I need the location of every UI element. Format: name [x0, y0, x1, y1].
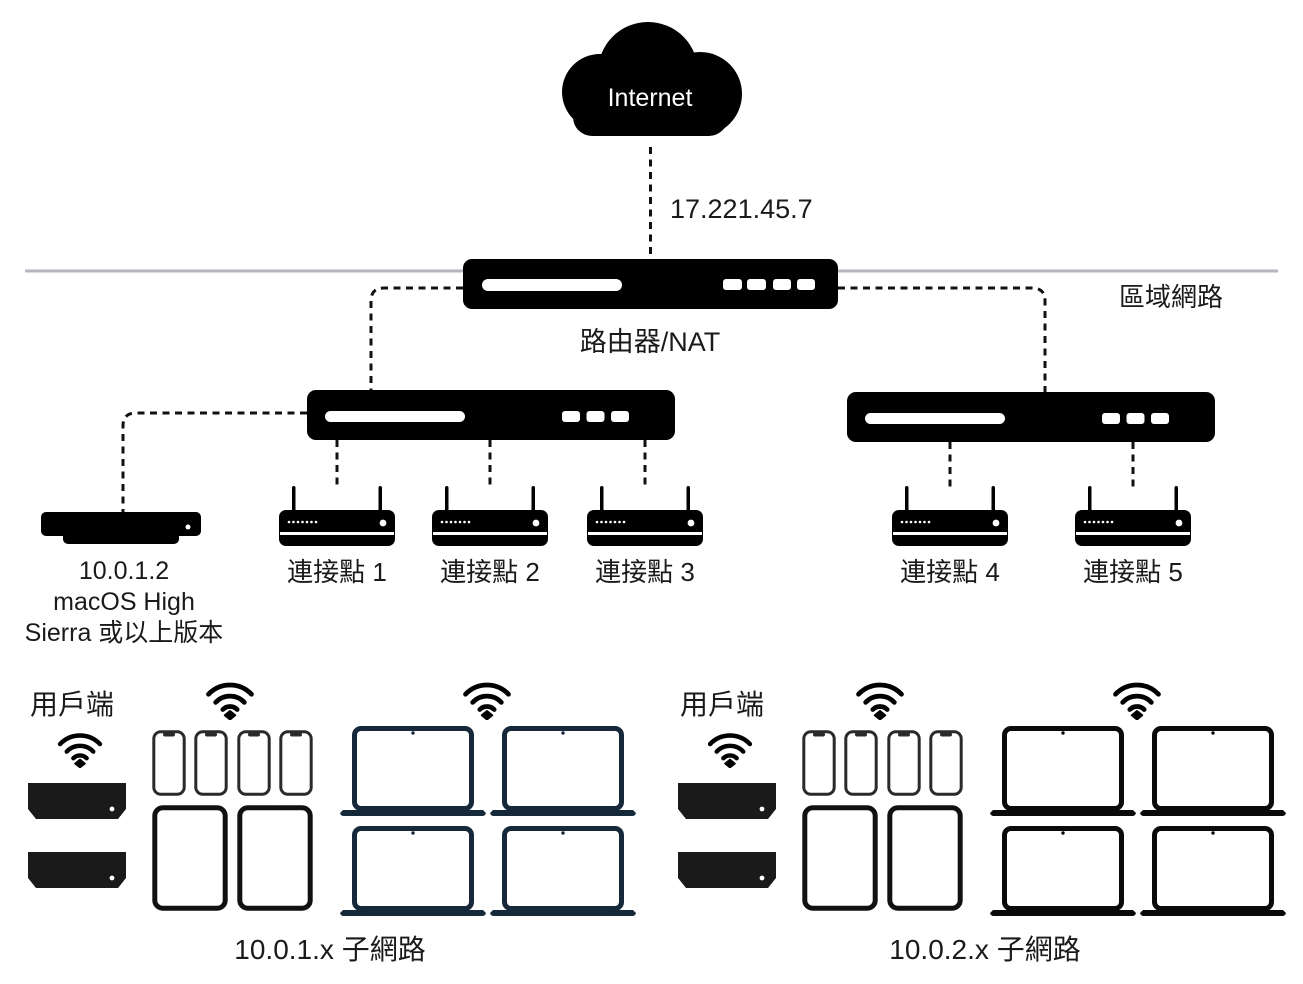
- subnet1-clients-label: 用戶端: [30, 689, 115, 720]
- subnet2-phone-2-icon: [844, 730, 878, 796]
- subnet1-laptop-3-icon: [340, 826, 486, 918]
- server-label: 10.0.1.2 macOS High Sierra 或以上版本: [0, 556, 248, 649]
- wan-ip-label: 17.221.45.7: [670, 194, 813, 224]
- subnet2-laptop-3-icon: [990, 826, 1136, 918]
- switch2-icon: [847, 392, 1215, 442]
- subnet2-mac-mini-2-icon: [678, 852, 776, 888]
- subnet1-laptop-1-icon: [340, 726, 486, 818]
- subnet1-wifi-icon-phones: [205, 678, 255, 720]
- link-switch1-server: [121, 411, 307, 512]
- router-label: 路由器/NAT: [579, 327, 721, 357]
- subnet2-laptop-1-icon: [990, 726, 1136, 818]
- access-point-1-icon: [279, 486, 395, 546]
- access-point-4-icon: [892, 486, 1008, 546]
- server-os-line2: Sierra 或以上版本: [24, 619, 224, 647]
- server-ip: 10.0.1.2: [78, 557, 170, 585]
- subnet1-mac-mini-1-icon: [28, 783, 126, 819]
- subnet2-phone-1-icon: [802, 730, 836, 796]
- subnet2-tablet-1-icon: [802, 805, 878, 911]
- subnet2-laptop-2-icon: [1140, 726, 1286, 818]
- access-point-1-label: 連接點 1: [287, 557, 387, 587]
- router-nat-icon: [463, 259, 838, 309]
- subnet1-laptop-4-icon: [490, 826, 636, 918]
- subnet1-wifi-icon-minis: [57, 729, 103, 768]
- lan-label: 區域網路: [1118, 282, 1223, 312]
- access-point-5-icon: [1075, 486, 1191, 546]
- subnet1-phone-4-icon: [279, 730, 313, 796]
- subnet1-tablet-1-icon: [152, 805, 228, 911]
- subnet1-label: 10.0.1.x 子網路: [234, 934, 426, 965]
- subnet2-label: 10.0.2.x 子網路: [889, 934, 1081, 965]
- subnet1-laptop-2-icon: [490, 726, 636, 818]
- internet-label: Internet: [607, 84, 693, 112]
- link-router-switch2: [838, 286, 1047, 392]
- subnet2-wifi-icon-laptops: [1112, 678, 1162, 720]
- access-point-4-label: 連接點 4: [900, 557, 1000, 587]
- subnet1-phone-2-icon: [194, 730, 228, 796]
- link-router-switch1: [369, 286, 463, 390]
- internet-cloud-icon: [562, 22, 742, 136]
- access-point-3-label: 連接點 3: [595, 557, 695, 587]
- subnet1-mac-mini-2-icon: [28, 852, 126, 888]
- subnet2-clients-label: 用戶端: [680, 689, 765, 720]
- subnet2-wifi-icon-minis: [707, 729, 753, 768]
- access-point-2-label: 連接點 2: [440, 557, 540, 587]
- subnet2-phone-4-icon: [929, 730, 963, 796]
- subnet1-wifi-icon-laptops: [462, 678, 512, 720]
- subnet2-phone-3-icon: [887, 730, 921, 796]
- subnet2-wifi-icon-phones: [855, 678, 905, 720]
- server-os-line1: macOS High: [53, 588, 195, 616]
- subnet1-tablet-2-icon: [237, 805, 313, 911]
- switch1-icon: [307, 390, 675, 440]
- access-point-2-icon: [432, 486, 548, 546]
- subnet1-phone-1-icon: [152, 730, 186, 796]
- subnet2-tablet-2-icon: [887, 805, 963, 911]
- subnet2-laptop-4-icon: [1140, 826, 1286, 918]
- subnet1-phone-3-icon: [237, 730, 271, 796]
- subnet2-mac-mini-1-icon: [678, 783, 776, 819]
- mac-server-icon: [41, 512, 201, 544]
- access-point-5-label: 連接點 5: [1083, 557, 1183, 587]
- access-point-3-icon: [587, 486, 703, 546]
